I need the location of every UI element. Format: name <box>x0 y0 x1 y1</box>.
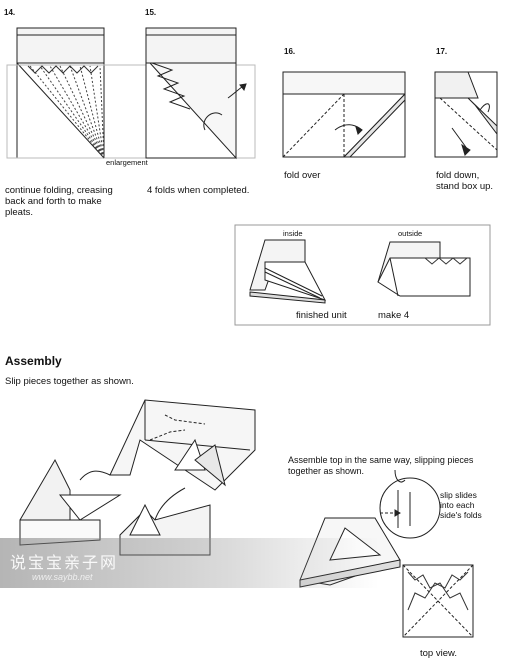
slip-note: slip slides into each side's folds <box>440 490 482 520</box>
step-17-number: 17. <box>436 47 448 56</box>
finished-unit-frame <box>234 224 491 326</box>
assembly-heading: Assembly <box>5 354 62 368</box>
step-16-caption: fold over <box>284 170 321 181</box>
step16-figure <box>282 71 406 158</box>
watermark-url: www.saybb.net <box>32 572 93 582</box>
step17-figure <box>434 71 498 158</box>
make-count-label: make 4 <box>378 310 410 321</box>
step-14-number: 14. <box>4 8 16 17</box>
top-view-label: top view. <box>420 648 457 659</box>
outside-unit-figure <box>377 241 471 297</box>
outside-label: outside <box>398 229 423 238</box>
top-assembly-note: Assemble top in the same way, slipping p… <box>288 455 474 476</box>
step-17-caption: fold down, stand box up. <box>436 170 494 192</box>
watermark-band <box>0 538 505 588</box>
step-15-caption: 4 folds when completed. <box>147 185 250 196</box>
watermark-text: 说宝宝亲子网 <box>10 555 119 572</box>
inside-unit-figure <box>249 239 327 304</box>
step-15-number: 15. <box>145 8 157 17</box>
finished-unit-label: finished unit <box>296 310 347 321</box>
assembly-intro: Slip pieces together as shown. <box>5 376 134 387</box>
step14-figure <box>6 27 256 159</box>
assembly-figure <box>19 399 256 556</box>
inside-label: inside <box>283 229 303 238</box>
enlargement-label: enlargement <box>106 158 148 167</box>
step15-figure <box>145 27 247 160</box>
step-14-caption: continue folding, creasing back and fort… <box>5 185 113 218</box>
step-16-number: 16. <box>284 47 296 56</box>
